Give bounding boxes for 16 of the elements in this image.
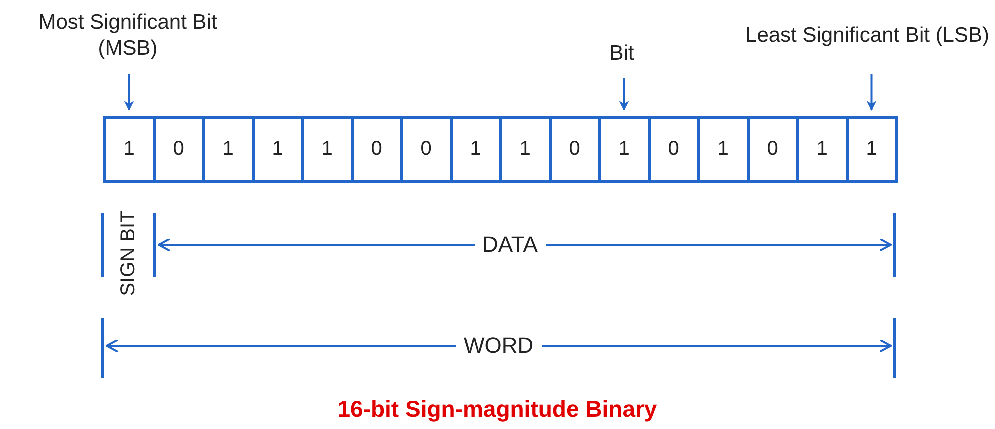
arrow bbox=[124, 74, 134, 111]
bit-label: Least Significant Bit (LSB) bbox=[745, 8, 990, 64]
arrow bbox=[619, 78, 630, 111]
sign-bit-label: SIGN BIT bbox=[117, 210, 140, 296]
caption: 16-bit Sign-magnitude Binary bbox=[336, 396, 658, 423]
bit-cell: 1 bbox=[796, 116, 848, 183]
bit-label: Bit bbox=[597, 40, 647, 68]
bit-cell: 1 bbox=[499, 116, 552, 183]
bit-cell: 1 bbox=[598, 116, 650, 183]
bit-label: Most Significant Bit (MSB) bbox=[8, 8, 248, 64]
arrow bbox=[866, 74, 877, 111]
bit-cell: 1 bbox=[202, 116, 254, 183]
bit-cell: 1 bbox=[103, 116, 156, 183]
bit-cell: 0 bbox=[400, 116, 452, 183]
bit-cell: 1 bbox=[697, 116, 750, 183]
bit-cell: 1 bbox=[301, 116, 354, 183]
